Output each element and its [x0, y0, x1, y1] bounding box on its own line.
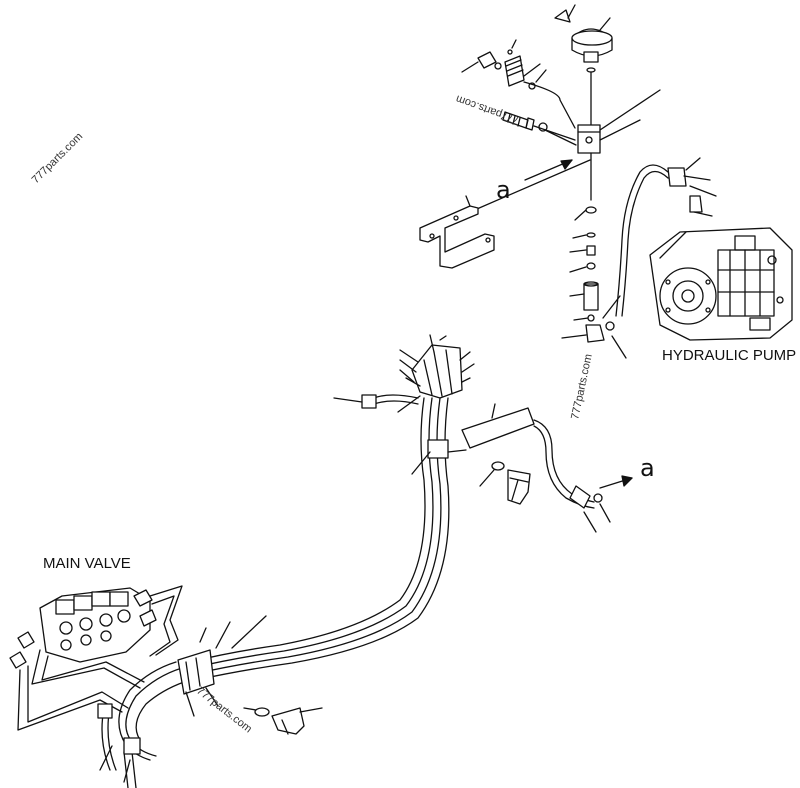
accumulator — [554, 4, 613, 126]
mounting-bracket — [419, 195, 495, 269]
hose-bundle — [189, 334, 611, 681]
reference-label-a-top: a — [496, 176, 511, 204]
valve-block-top — [461, 39, 661, 201]
fitting-stack — [561, 206, 627, 359]
watermark-middle: 777parts.com — [569, 353, 595, 421]
main-valve — [9, 585, 183, 731]
watermark-bottom: 777parts.com — [194, 685, 254, 735]
watermark-top-center: 777parts.com — [454, 92, 521, 126]
hydraulic-pump-label: HYDRAULIC PUMP — [662, 347, 796, 364]
reference-arrow-top — [469, 159, 591, 213]
lower-hoses — [97, 615, 323, 788]
main-valve-label: MAIN VALVE — [43, 555, 131, 572]
hydraulic-pump — [649, 227, 793, 341]
watermark-top-left: 777parts.com — [30, 131, 86, 187]
reference-label-a-right: a — [640, 454, 655, 482]
reference-arrow-right — [599, 475, 633, 489]
pump-hose — [615, 157, 717, 317]
